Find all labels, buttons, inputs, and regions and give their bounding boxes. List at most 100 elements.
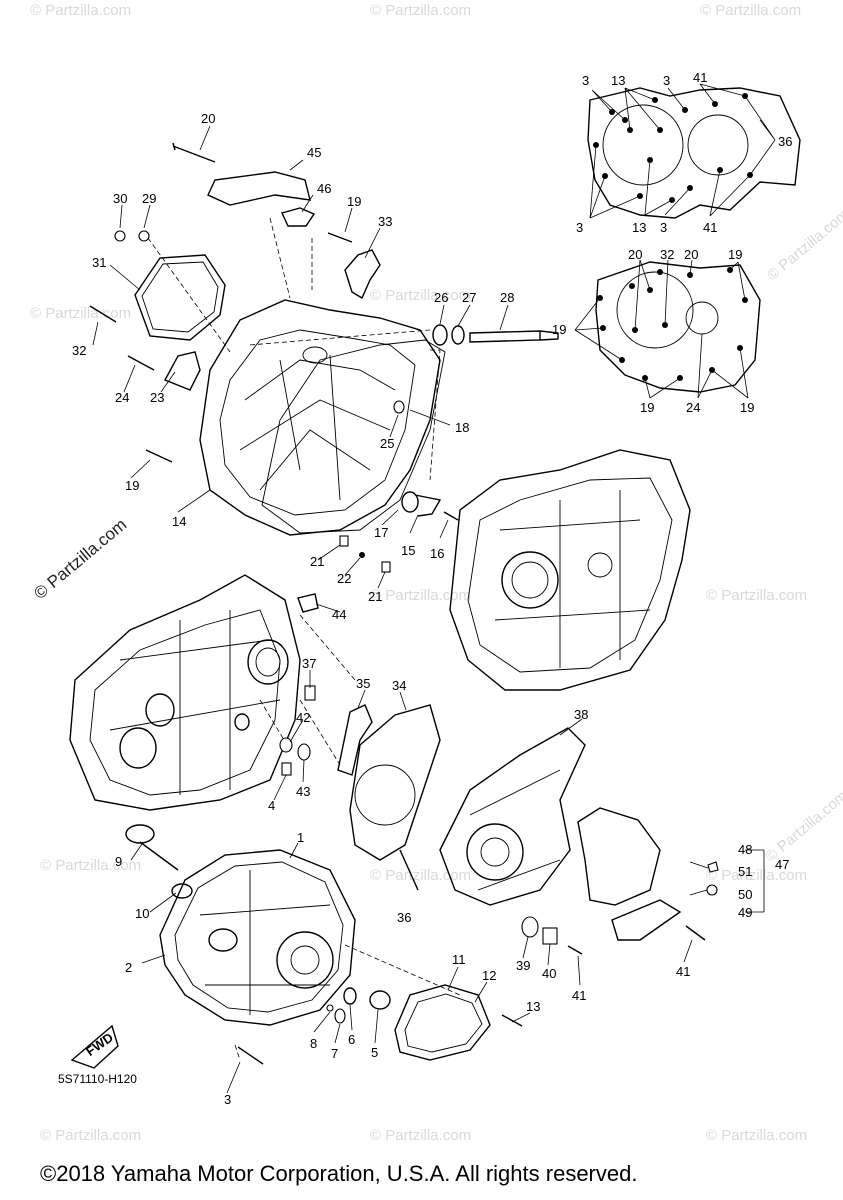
side-watermark: © Partzilla.com — [30, 515, 130, 603]
callout-35: 35 — [356, 676, 370, 691]
watermark-layer: © Partzilla.com © Partzilla.com © Partzi… — [30, 2, 843, 1144]
watermark: © Partzilla.com — [40, 857, 141, 874]
callout-20: 20 — [628, 247, 642, 262]
callout-28: 28 — [500, 290, 514, 305]
callout-labels: 3 13 3 41 36 3 13 3 41 20 32 20 19 19 19… — [72, 70, 792, 1107]
watermark: © Partzilla.com — [370, 867, 471, 884]
callout-10: 10 — [135, 906, 149, 921]
callout-45: 45 — [307, 145, 321, 160]
callout-30: 30 — [113, 191, 127, 206]
callout-41: 41 — [693, 70, 707, 85]
callout-24: 24 — [686, 400, 700, 415]
callout-19: 19 — [640, 400, 654, 415]
callout-19: 19 — [125, 478, 139, 493]
callout-46: 46 — [317, 181, 331, 196]
callout-39: 39 — [516, 958, 530, 973]
callout-2: 2 — [125, 960, 132, 975]
diagram-code: 5S71110-H120 — [58, 1072, 137, 1086]
callout-41: 41 — [703, 220, 717, 235]
callout-19: 19 — [347, 194, 361, 209]
callout-41: 41 — [572, 988, 586, 1003]
callout-26: 26 — [434, 290, 448, 305]
watermark: © Partzilla.com — [706, 587, 807, 604]
crankcase-left-half — [69, 574, 373, 811]
callout-13: 13 — [611, 73, 625, 88]
callout-11: 11 — [452, 952, 466, 967]
callout-40: 40 — [542, 966, 556, 981]
callout-50: 50 — [738, 887, 752, 902]
callout-19: 19 — [728, 247, 742, 262]
callout-34: 34 — [392, 678, 406, 693]
watermark: © Partzilla.com — [700, 2, 801, 19]
callout-14: 14 — [172, 514, 186, 529]
callout-20: 20 — [201, 111, 215, 126]
watermark: © Partzilla.com — [30, 2, 131, 19]
callout-37: 37 — [302, 656, 316, 671]
callout-20: 20 — [684, 247, 698, 262]
chain-guard-assembly — [577, 807, 765, 941]
left-crankcase-cover-group — [89, 142, 559, 573]
callout-36: 36 — [778, 134, 792, 149]
watermark: © Partzilla.com — [706, 867, 807, 884]
callout-24: 24 — [115, 390, 129, 405]
callout-9: 9 — [115, 854, 122, 869]
watermark: © Partzilla.com — [370, 1127, 471, 1144]
oil-filler-plug — [125, 824, 193, 899]
watermark: © Partzilla.com — [40, 1127, 141, 1144]
callout-22: 22 — [337, 571, 351, 586]
fwd-label: FWD — [83, 1030, 116, 1059]
callout-6: 6 — [348, 1032, 355, 1047]
crankcase-right-half — [449, 449, 691, 691]
callout-13: 13 — [526, 999, 540, 1014]
watermark: © Partzilla.com — [370, 2, 471, 19]
timing-plug-cover — [394, 984, 523, 1061]
callout-4: 4 — [268, 798, 275, 813]
callout-38: 38 — [574, 707, 588, 722]
callout-36: 36 — [397, 910, 411, 925]
copyright-notice: ©2018 Yamaha Motor Corporation, U.S.A. A… — [40, 1161, 638, 1186]
callout-3: 3 — [660, 220, 667, 235]
callout-33: 33 — [378, 214, 392, 229]
callout-15: 15 — [401, 543, 415, 558]
leader-lines — [92, 125, 693, 1094]
watermark: © Partzilla.com — [764, 206, 843, 284]
callout-42: 42 — [296, 710, 310, 725]
callout-3: 3 — [663, 73, 670, 88]
callout-23: 23 — [150, 390, 164, 405]
callout-3: 3 — [576, 220, 583, 235]
callout-16: 16 — [430, 546, 444, 561]
callout-13: 13 — [632, 220, 646, 235]
callout-49: 49 — [738, 905, 752, 920]
watermark: © Partzilla.com — [370, 587, 471, 604]
sprocket-inner-cover — [349, 704, 441, 891]
callout-31: 31 — [92, 255, 106, 270]
callout-7: 7 — [331, 1046, 338, 1061]
callout-18: 18 — [455, 420, 469, 435]
watermark: © Partzilla.com — [30, 305, 131, 322]
callout-41: 41 — [676, 964, 690, 979]
callout-1: 1 — [297, 830, 304, 845]
callout-12: 12 — [482, 968, 496, 983]
watermark: © Partzilla.com — [762, 787, 843, 865]
callout-47: 47 — [775, 857, 789, 872]
callout-44: 44 — [332, 607, 346, 622]
callout-27: 27 — [462, 290, 476, 305]
callout-17: 17 — [374, 525, 388, 540]
callout-21: 21 — [310, 554, 324, 569]
callout-5: 5 — [371, 1045, 378, 1060]
callout-19: 19 — [740, 400, 754, 415]
callout-32: 32 — [660, 247, 674, 262]
callout-51: 51 — [738, 864, 752, 879]
callout-3: 3 — [582, 73, 589, 88]
crankcase-cover-bolt-inset-top — [587, 83, 801, 219]
callout-21: 21 — [368, 589, 382, 604]
callout-43: 43 — [296, 784, 310, 799]
callout-48: 48 — [738, 842, 752, 857]
callout-8: 8 — [310, 1036, 317, 1051]
crankcase-cover-bolt-inset-middle — [574, 259, 761, 399]
callout-29: 29 — [142, 191, 156, 206]
drive-sprocket-cover — [439, 727, 586, 955]
watermark: © Partzilla.com — [370, 287, 471, 304]
callout-25: 25 — [380, 436, 394, 451]
